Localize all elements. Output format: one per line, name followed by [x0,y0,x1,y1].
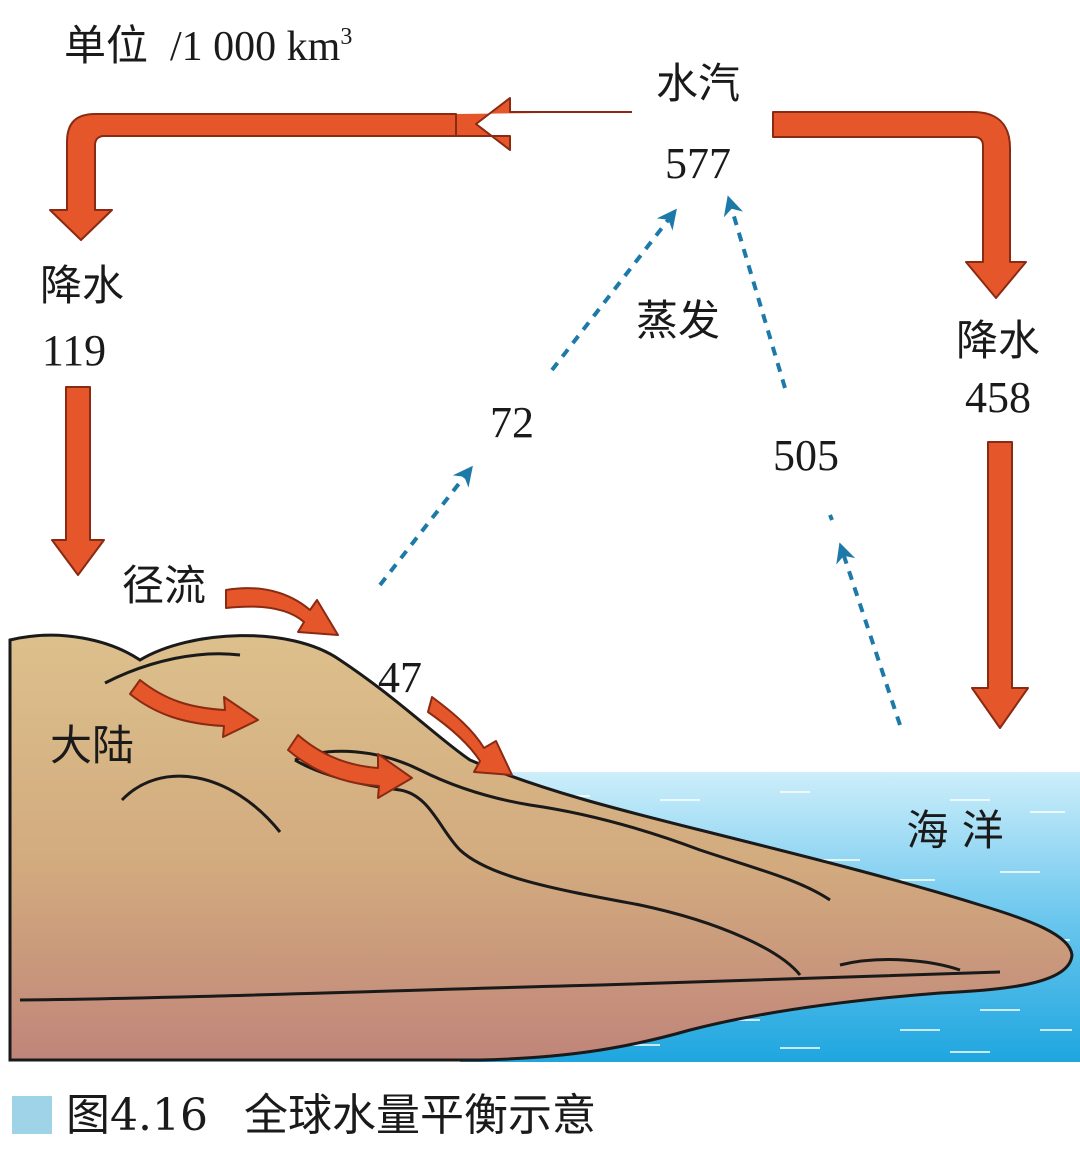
evap-land-upper-arrow [550,208,677,372]
evap-ocean-upper-arrow [723,195,787,389]
runoff-arrow-1 [225,587,339,636]
evap-ocean-dash [828,514,834,521]
evap-ocean-lower-arrow [836,542,902,726]
land-precip-label: 降水 [40,261,124,310]
ocean-precip-arrow [971,441,1029,729]
figure-caption: 图4.16 全球水量平衡示意 [12,1090,596,1141]
vapor-value: 577 [665,139,731,188]
unit-label: 单位/1 000 km3 [64,21,352,70]
land-mass [8,633,1074,1062]
evap-land-lower-arrow [378,465,473,587]
runoff-arrow-3 [287,734,413,799]
flow-arrows [49,97,1029,799]
ocean-precip-value: 458 [965,373,1031,422]
continent-label: 大陆 [50,721,134,770]
vapor-label: 水汽 [656,59,740,108]
caption-square [12,1096,52,1134]
caption-figure-number: 图4.16 [66,1090,208,1141]
runoff-arrow-4 [427,696,513,776]
runoff-value: 47 [378,653,422,702]
vapor-to-land-arrow [49,97,632,241]
vapor-to-ocean-arrow [772,111,1027,299]
runoff-label: 径流 [122,561,206,610]
runoff-arrow-2 [129,679,259,738]
evaporation-label: 蒸发 [636,296,720,345]
ocean-label: 海 洋 [906,806,1003,855]
evaporation-arrows [378,195,902,726]
caption-title: 全球水量平衡示意 [244,1090,596,1141]
land-precip-arrow [51,386,105,576]
ocean-precip-label: 降水 [956,316,1040,365]
evap-ocean-value: 505 [773,431,839,480]
land-precip-value: 119 [42,326,106,375]
evap-land-value: 72 [490,398,534,447]
